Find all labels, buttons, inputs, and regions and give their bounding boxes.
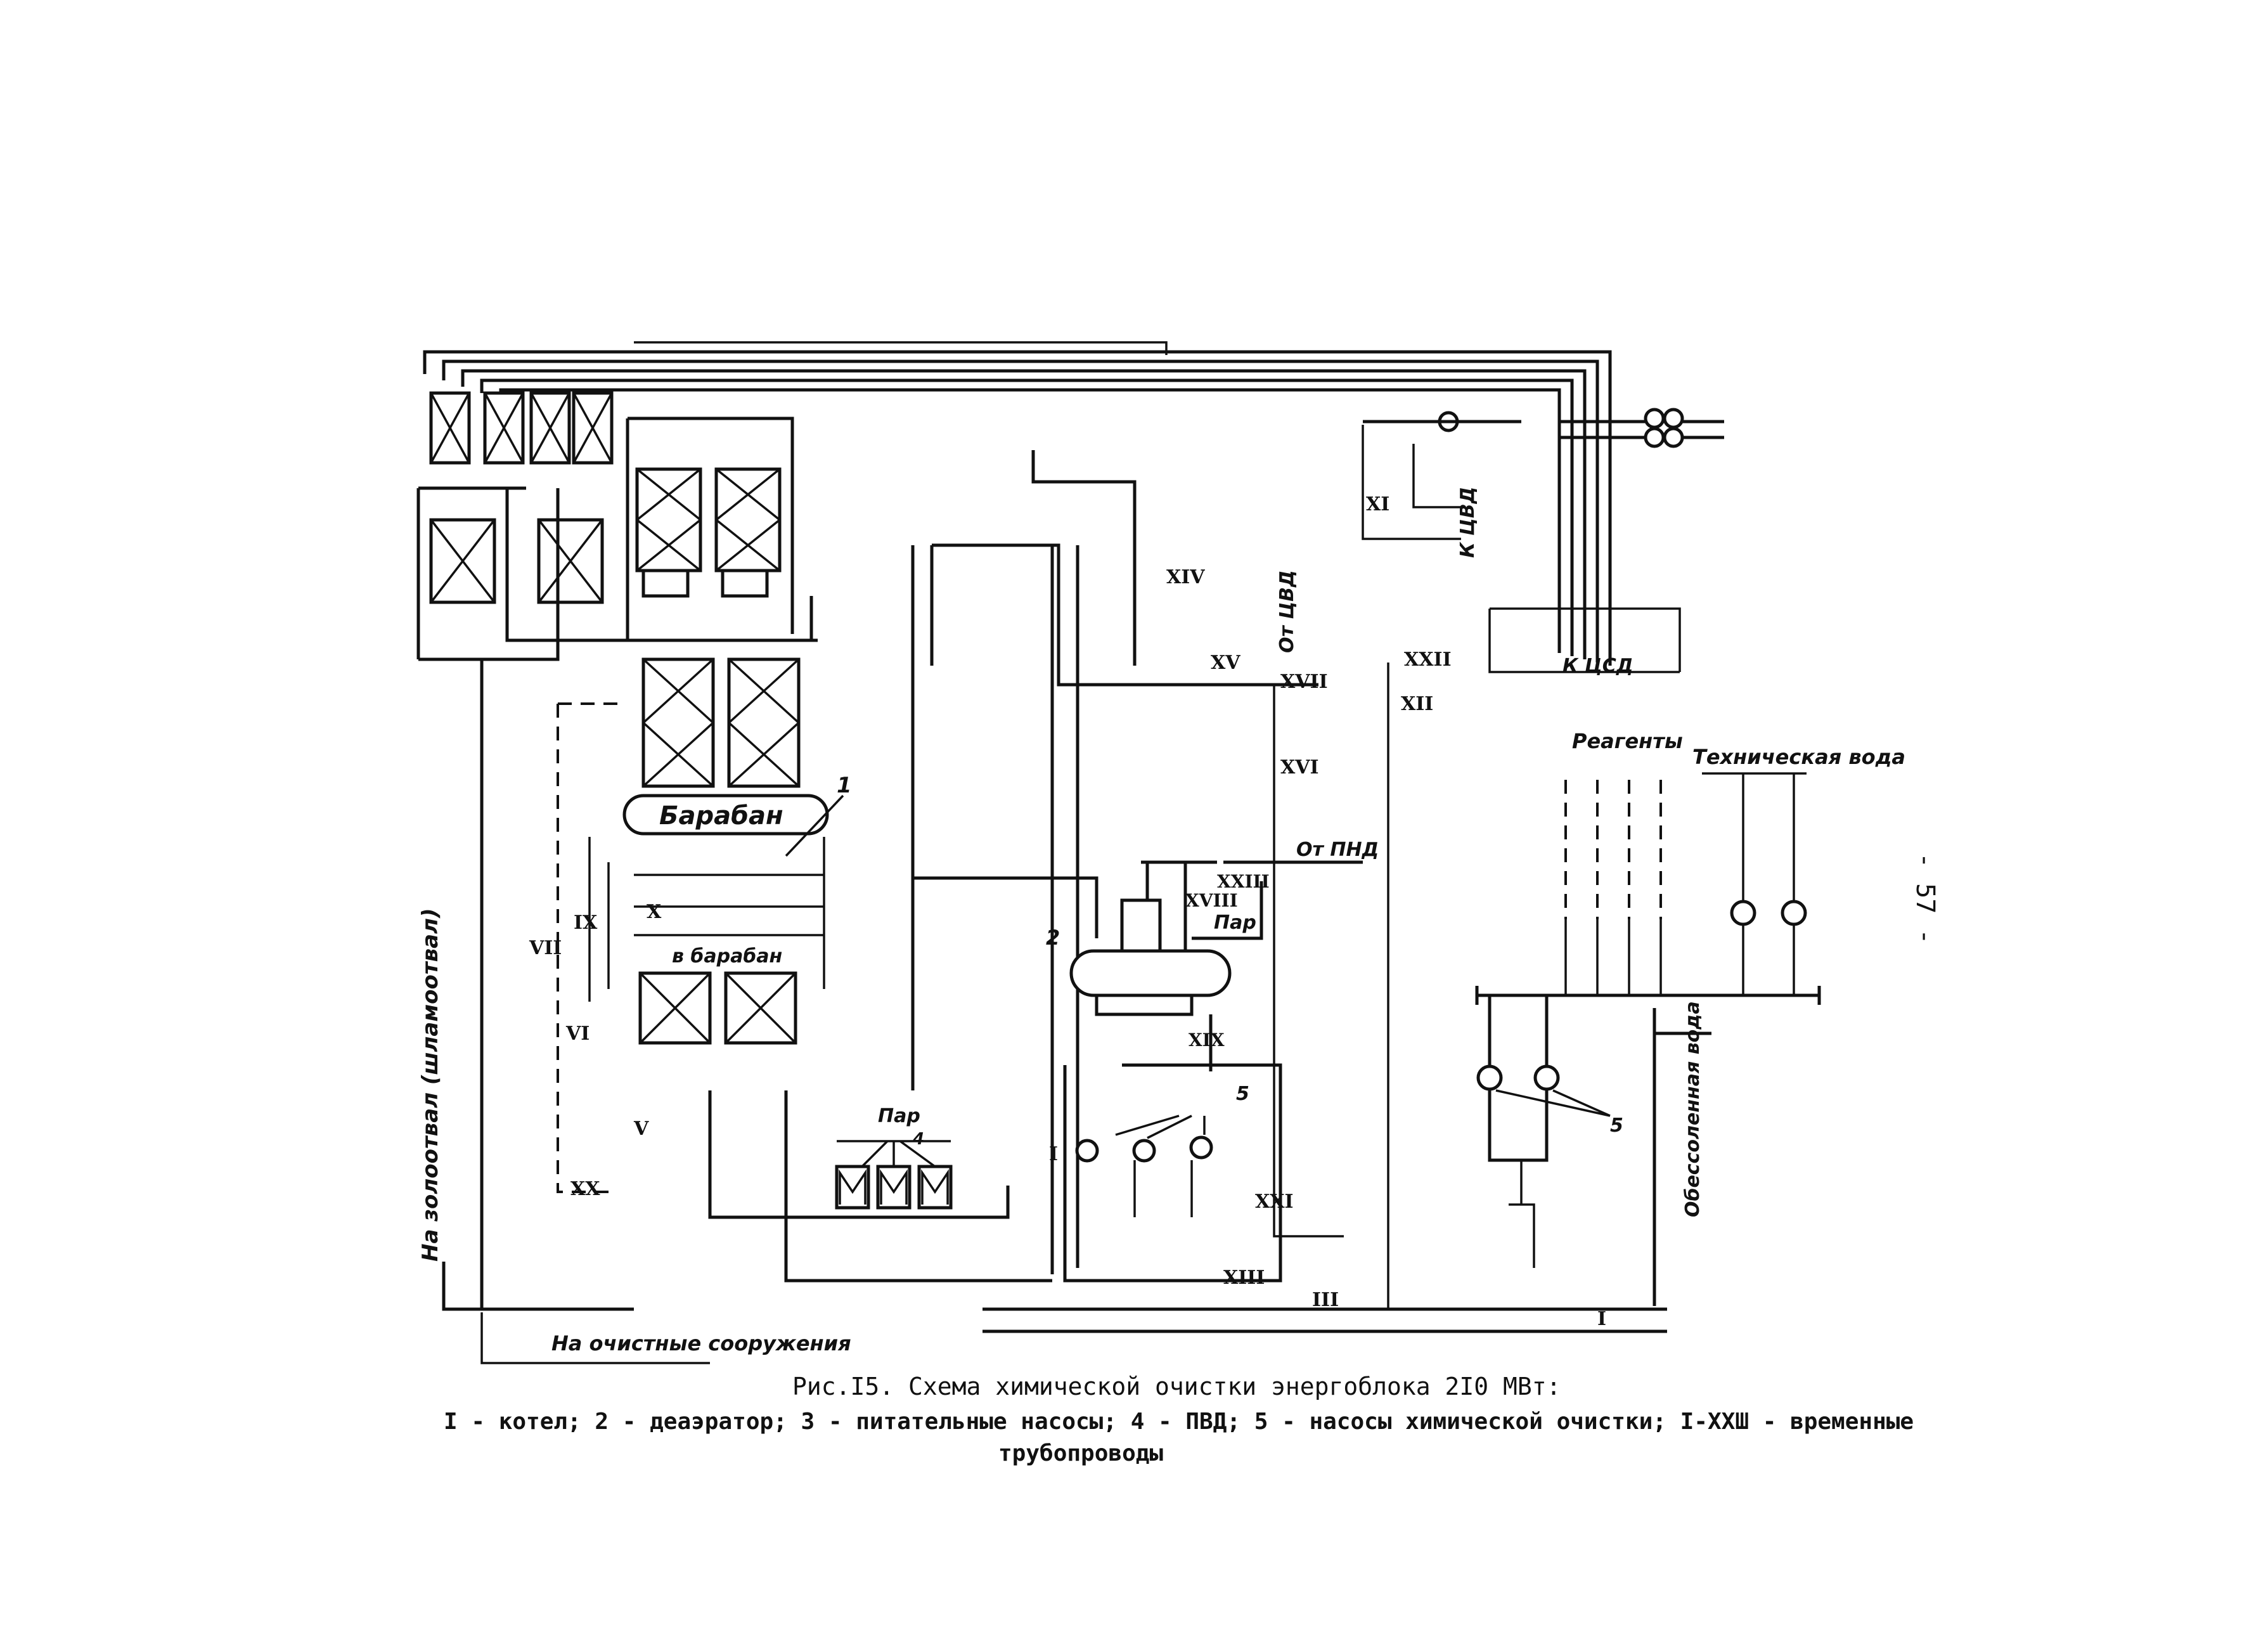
chemical-cleaning-unit: Реагенты Техническая вода Обессоленная в… (1475, 729, 1905, 1306)
economizer-section: в барабан X IX VII VI (529, 702, 825, 1193)
numeral-XXI: XXI (1255, 1191, 1294, 1213)
numeral-XI: XI (1366, 493, 1389, 515)
to-ash-dump-label: На золоотвал (шламоотвал) (418, 908, 443, 1262)
numeral-1: 1 (837, 773, 852, 798)
numeral-XVII: XVII (1280, 671, 1328, 693)
numeral-XXIII: XXIII (1217, 871, 1270, 892)
to-treatment-label: На очистные сооружения (551, 1331, 851, 1355)
numeral-XIV: XIV (1166, 566, 1205, 588)
left-drain-lines: На золоотвал (шламоотвал) На очистные со… (418, 659, 851, 1364)
demin-water-label: Обессоленная вода (1682, 1001, 1704, 1217)
numeral-XIX: XIX (1189, 1030, 1225, 1050)
numeral-4: 4 (912, 1130, 924, 1149)
superheater-blocks (416, 391, 813, 661)
numeral-XV: XV (1211, 652, 1240, 674)
numeral-VI: VI (565, 1023, 590, 1045)
steam-label-2: Пар (1214, 912, 1256, 934)
tech-water-label: Техническая вода (1692, 745, 1905, 769)
figure-legend: I - котел; 2 - деаэратор; 3 - питательны… (444, 1409, 1914, 1435)
numeral-5b: 5 (1610, 1115, 1623, 1137)
main-pipework: XVII XXII XII XVI XI XIV XV XXI XIII III… (708, 450, 1667, 1333)
top-pipe-bundle (423, 341, 1612, 666)
numeral-XX: XX (570, 1178, 600, 1200)
numeral-XVI: XVI (1280, 756, 1319, 779)
from-lpt-label: От ПНД (1296, 839, 1379, 861)
to-hpc-label: К ЦВД (1457, 487, 1479, 558)
numeral-I-left: I (1049, 1143, 1058, 1165)
numeral-X: X (647, 901, 662, 923)
drum: Барабан 1 (622, 773, 852, 857)
numeral-V: V (633, 1118, 649, 1140)
page-number: - 57 - (1910, 853, 1940, 945)
numeral-5a: 5 (1236, 1083, 1249, 1105)
numeral-II: XII (1401, 693, 1433, 715)
numeral-2: 2 (1046, 926, 1060, 950)
numeral-XVIII: XVIII (1185, 890, 1238, 911)
steam-label-1: Пар (878, 1105, 920, 1127)
boiler-furnace (621, 638, 818, 788)
drum-label: Барабан (659, 801, 783, 831)
to-ipc-label: К ЦСД (1562, 655, 1633, 677)
numeral-XXII: XXII (1404, 649, 1452, 671)
turbine-connections: К ЦВД От ЦВД К ЦСД (1276, 408, 1724, 677)
figure-legend-continued: трубопроводы (998, 1440, 1164, 1466)
hp-heaters: Пар 4 (835, 1105, 953, 1210)
boiler-upper-bank (626, 417, 794, 640)
numeral-XIII: XIII (1223, 1267, 1265, 1289)
deaerator: 2 От ПНД Пар XVIII XXIII XIX (1046, 839, 1379, 1071)
reagents-label: Реагенты (1572, 729, 1683, 753)
to-drum-label: в барабан (672, 945, 782, 967)
feed-pumps: I 5 (1049, 1083, 1249, 1217)
figure-title: Рис.I5. Схема химической очистки энергоб… (792, 1373, 1561, 1400)
from-hpc-label: От ЦВД (1276, 570, 1298, 653)
numeral-III: III (1312, 1289, 1339, 1311)
numeral-VII: VII (529, 937, 562, 959)
numeral-IX: IX (574, 912, 598, 934)
numeral-I-bottom: I (1597, 1308, 1606, 1330)
